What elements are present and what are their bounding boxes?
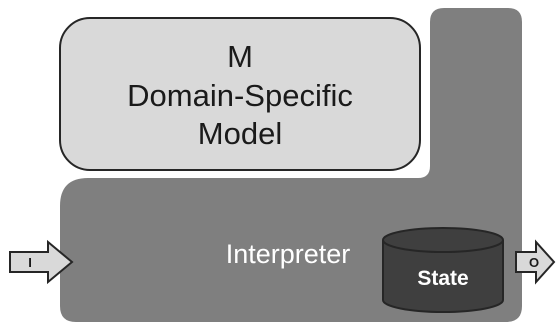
state-label: State — [417, 267, 468, 290]
model-label-line3: Model — [198, 116, 282, 151]
model-label-line1: M — [227, 39, 253, 74]
interpreter-label: Interpreter — [226, 239, 351, 269]
output-arrow: O — [515, 239, 556, 285]
state-cylinder-body — [382, 240, 504, 313]
input-arrow: I — [9, 239, 74, 285]
output-arrow-label: O — [529, 255, 539, 270]
input-arrow-shape — [9, 239, 74, 285]
model-label-line2: Domain-Specific — [127, 78, 353, 113]
domain-model-box — [59, 17, 421, 171]
state-cylinder: State — [382, 227, 504, 313]
input-arrow-label: I — [28, 255, 32, 270]
output-arrow-shape — [515, 239, 556, 285]
state-cylinder-top — [382, 227, 504, 253]
